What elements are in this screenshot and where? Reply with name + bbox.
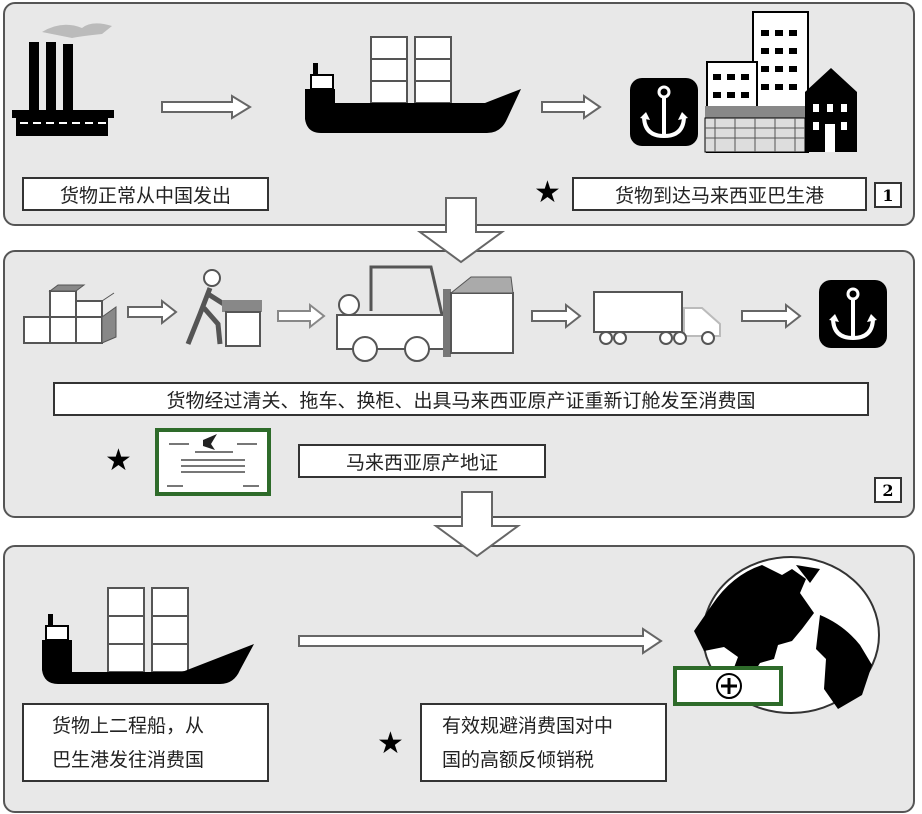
cargo-ship-icon <box>305 36 521 133</box>
star-icon: ★ <box>377 726 404 761</box>
step-2-main-label: 货物经过清关、拖车、换柜、出具马来西亚原产证重新订舱发至消费国 <box>53 382 869 416</box>
arrow-right-icon <box>277 302 326 330</box>
arrow-down-icon <box>416 197 506 264</box>
anchor-icon <box>630 78 698 146</box>
truck-icon <box>593 291 721 345</box>
star-icon: ★ <box>105 443 132 478</box>
step-number-badge: 1 <box>874 182 902 208</box>
arrow-right-icon <box>531 302 582 330</box>
city-buildings-icon <box>704 11 857 153</box>
arrow-right-icon <box>127 298 178 326</box>
factory-icon <box>12 23 114 136</box>
step-3-right-label: 有效规避消费国对中 国的高额反倾销税 <box>420 703 667 782</box>
boxes-icon <box>23 284 117 344</box>
anchor-icon <box>819 280 887 348</box>
label-line: 货物上二程船，从 <box>52 714 205 737</box>
arrow-right-icon <box>541 94 602 120</box>
label-line: 有效规避消费国对中 <box>442 714 614 737</box>
step-3-left-label: 货物上二程船，从 巴生港发往消费国 <box>22 703 269 782</box>
star-icon: ★ <box>534 175 561 210</box>
globe-icon <box>694 556 880 714</box>
arrow-down-icon <box>432 491 522 558</box>
worker-loading-icon <box>185 269 262 347</box>
label-line: 巴生港发往消费国 <box>52 748 205 771</box>
forklift-icon <box>336 265 514 362</box>
certificate-icon <box>155 428 271 496</box>
certificate-label: 马来西亚原产地证 <box>298 444 546 478</box>
arrow-right-icon <box>161 94 252 120</box>
arrow-right-icon <box>298 627 663 655</box>
label-line: 国的高额反倾销税 <box>442 748 595 771</box>
certificate-card-icon <box>673 666 783 706</box>
step-1-left-label: 货物正常从中国发出 <box>22 177 269 211</box>
arrow-right-icon <box>741 302 802 330</box>
step-number-badge: 2 <box>874 477 902 503</box>
step-1-right-label: 货物到达马来西亚巴生港 <box>572 177 867 211</box>
cargo-ship-icon <box>42 587 254 684</box>
